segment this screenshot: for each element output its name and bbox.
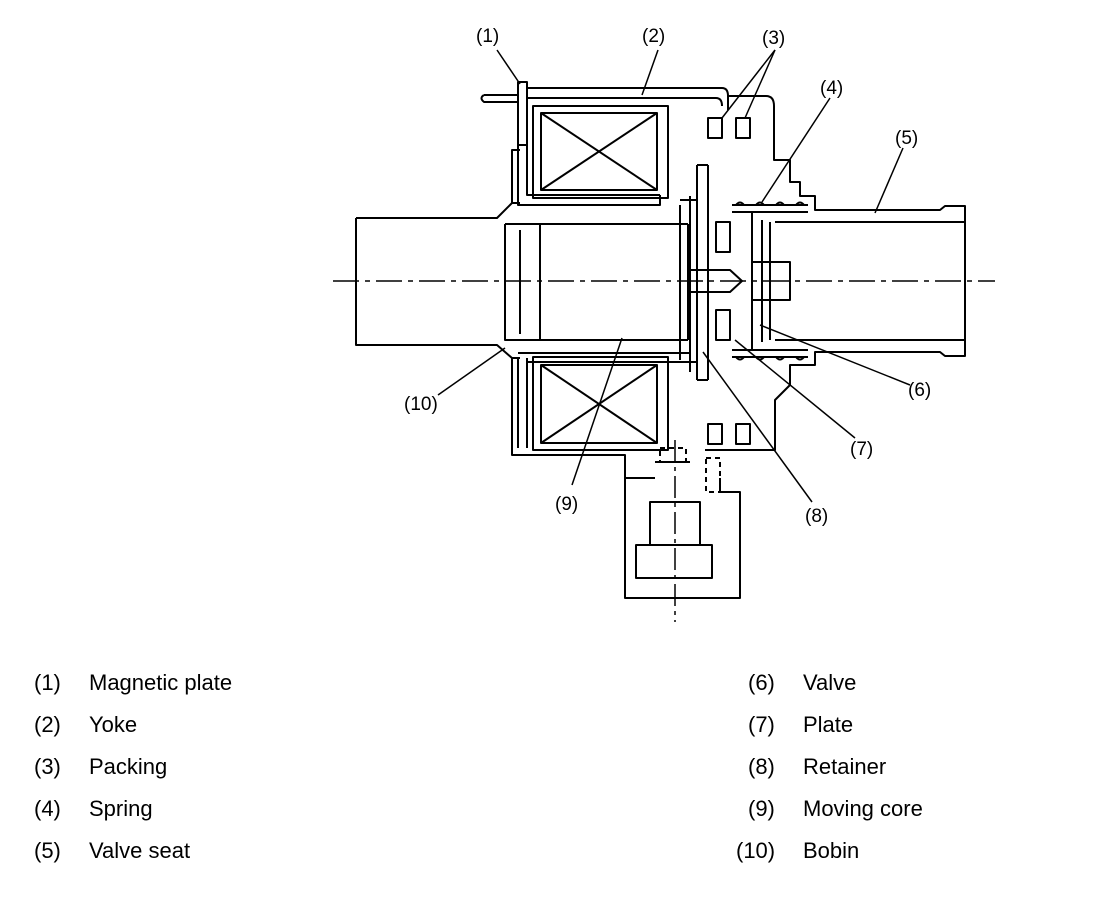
legend-number: (9)	[748, 796, 775, 821]
legend-number: (10)	[736, 838, 776, 863]
inlet-bore	[504, 223, 688, 341]
leader-6	[759, 324, 911, 386]
callout-5: (5)	[895, 128, 918, 149]
leader-1	[496, 49, 521, 85]
core-sleeve	[679, 196, 697, 372]
valve-disc	[751, 212, 791, 350]
solenoid-valve-cross-section: (1) (2) (3) (4) (5) (6) (7) (8) (9) (10)	[333, 26, 995, 622]
plate-lower	[715, 309, 731, 341]
outlet-pipe	[775, 221, 966, 341]
leader-3a	[721, 49, 776, 119]
legend-label: Retainer	[803, 754, 887, 779]
retainer	[696, 164, 709, 381]
legend-label: Moving core	[803, 796, 923, 821]
legend-label: Magnetic plate	[89, 670, 233, 695]
legend-label: Valve seat	[89, 838, 191, 863]
callout-10: (10)	[404, 394, 438, 415]
upper-coil-cross-b	[540, 112, 658, 191]
packing-upper-a	[707, 117, 723, 139]
legend-label: Bobin	[803, 838, 860, 863]
yoke-lower-inner	[517, 352, 690, 448]
callout-9: (9)	[555, 494, 578, 515]
legend-number: (7)	[748, 712, 775, 737]
magnetic-plate	[517, 81, 528, 146]
legend-number: (2)	[34, 712, 61, 737]
connector-pin-dash	[659, 447, 721, 493]
leader-10	[437, 347, 506, 396]
callout-7: (7)	[850, 439, 873, 460]
packing-lower-b	[735, 423, 751, 445]
leader-9	[571, 337, 623, 486]
leader-3b	[744, 49, 776, 119]
legend-label: Yoke	[89, 712, 138, 737]
legend-number: (4)	[34, 796, 61, 821]
legend-label: Valve	[803, 670, 857, 695]
leader-5	[874, 147, 904, 214]
upper-coil-winding	[540, 112, 658, 191]
connector-inner	[635, 501, 713, 579]
packing-upper-b	[735, 117, 751, 139]
lower-bobbin	[532, 356, 669, 451]
leader-2	[641, 49, 659, 96]
upper-bobbin	[532, 105, 669, 199]
valve-body-upper	[728, 95, 966, 232]
callout-6: (6)	[908, 380, 931, 401]
spring-upper	[732, 201, 808, 213]
terminal-pin	[480, 94, 519, 103]
yoke-upper-inner	[517, 145, 661, 206]
callout-3: (3)	[762, 28, 785, 49]
legend-number: (3)	[34, 754, 61, 779]
leader-7	[734, 339, 856, 439]
packing-lower-a	[707, 423, 723, 445]
legend-number: (6)	[748, 670, 775, 695]
inlet-pipe	[355, 202, 520, 359]
spring-lower	[732, 349, 808, 361]
callout-4: (4)	[820, 78, 843, 99]
lower-coil-winding	[540, 364, 658, 444]
legend-label: Packing	[89, 754, 168, 779]
legend-number: (8)	[748, 754, 775, 779]
legend-number: (1)	[34, 670, 61, 695]
leader-4	[761, 97, 831, 203]
leader-8	[702, 351, 813, 503]
plate-upper	[715, 221, 731, 253]
legend-label: Plate	[803, 712, 854, 737]
callout-1: (1)	[476, 26, 499, 47]
legend-label: Spring	[89, 796, 153, 821]
valve-body-lower	[705, 330, 966, 451]
legend-number: (5)	[34, 838, 61, 863]
callout-8: (8)	[805, 506, 828, 527]
moving-core	[539, 224, 689, 341]
retainer-flange	[688, 269, 743, 293]
callout-2: (2)	[642, 26, 665, 47]
